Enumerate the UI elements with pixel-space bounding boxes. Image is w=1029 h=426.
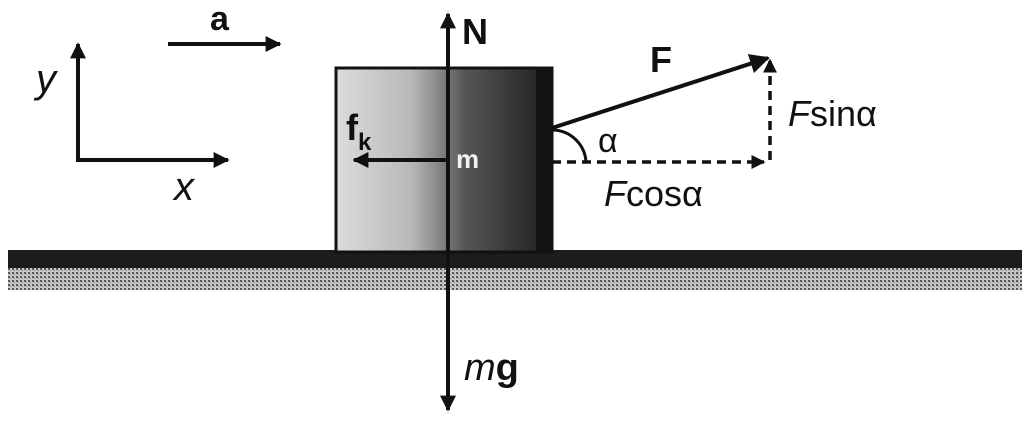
applied-force-arrow (551, 54, 770, 130)
weight-label-g: g (496, 347, 519, 389)
friction-label-main: f (346, 107, 359, 148)
weight-label: mg (464, 347, 519, 389)
acceleration-label: a (210, 0, 230, 38)
angle-arc (551, 128, 588, 163)
axis-x-label: x (172, 165, 196, 209)
f-sin-label: Fsinα (788, 93, 877, 134)
mass-label: m (456, 144, 479, 174)
friction-label-sub: k (358, 129, 372, 156)
ground (8, 250, 1022, 290)
normal-force-label: N (462, 11, 488, 52)
f-sin-label-prefix: F (788, 93, 812, 134)
f-sin-label-suffix: sinα (810, 93, 877, 134)
f-cos-label: Fcosα (604, 173, 703, 214)
f-cos-label-prefix: F (604, 173, 628, 214)
weight-label-m: m (464, 347, 496, 389)
axis-y-label: y (33, 57, 59, 101)
applied-force-label: F (650, 39, 672, 80)
angle-label: α (598, 122, 618, 160)
block-shadow-edge (536, 68, 552, 252)
f-cos-label-suffix: cosα (626, 173, 703, 214)
friction-label: fk (346, 107, 372, 156)
coordinate-axes (70, 42, 230, 168)
